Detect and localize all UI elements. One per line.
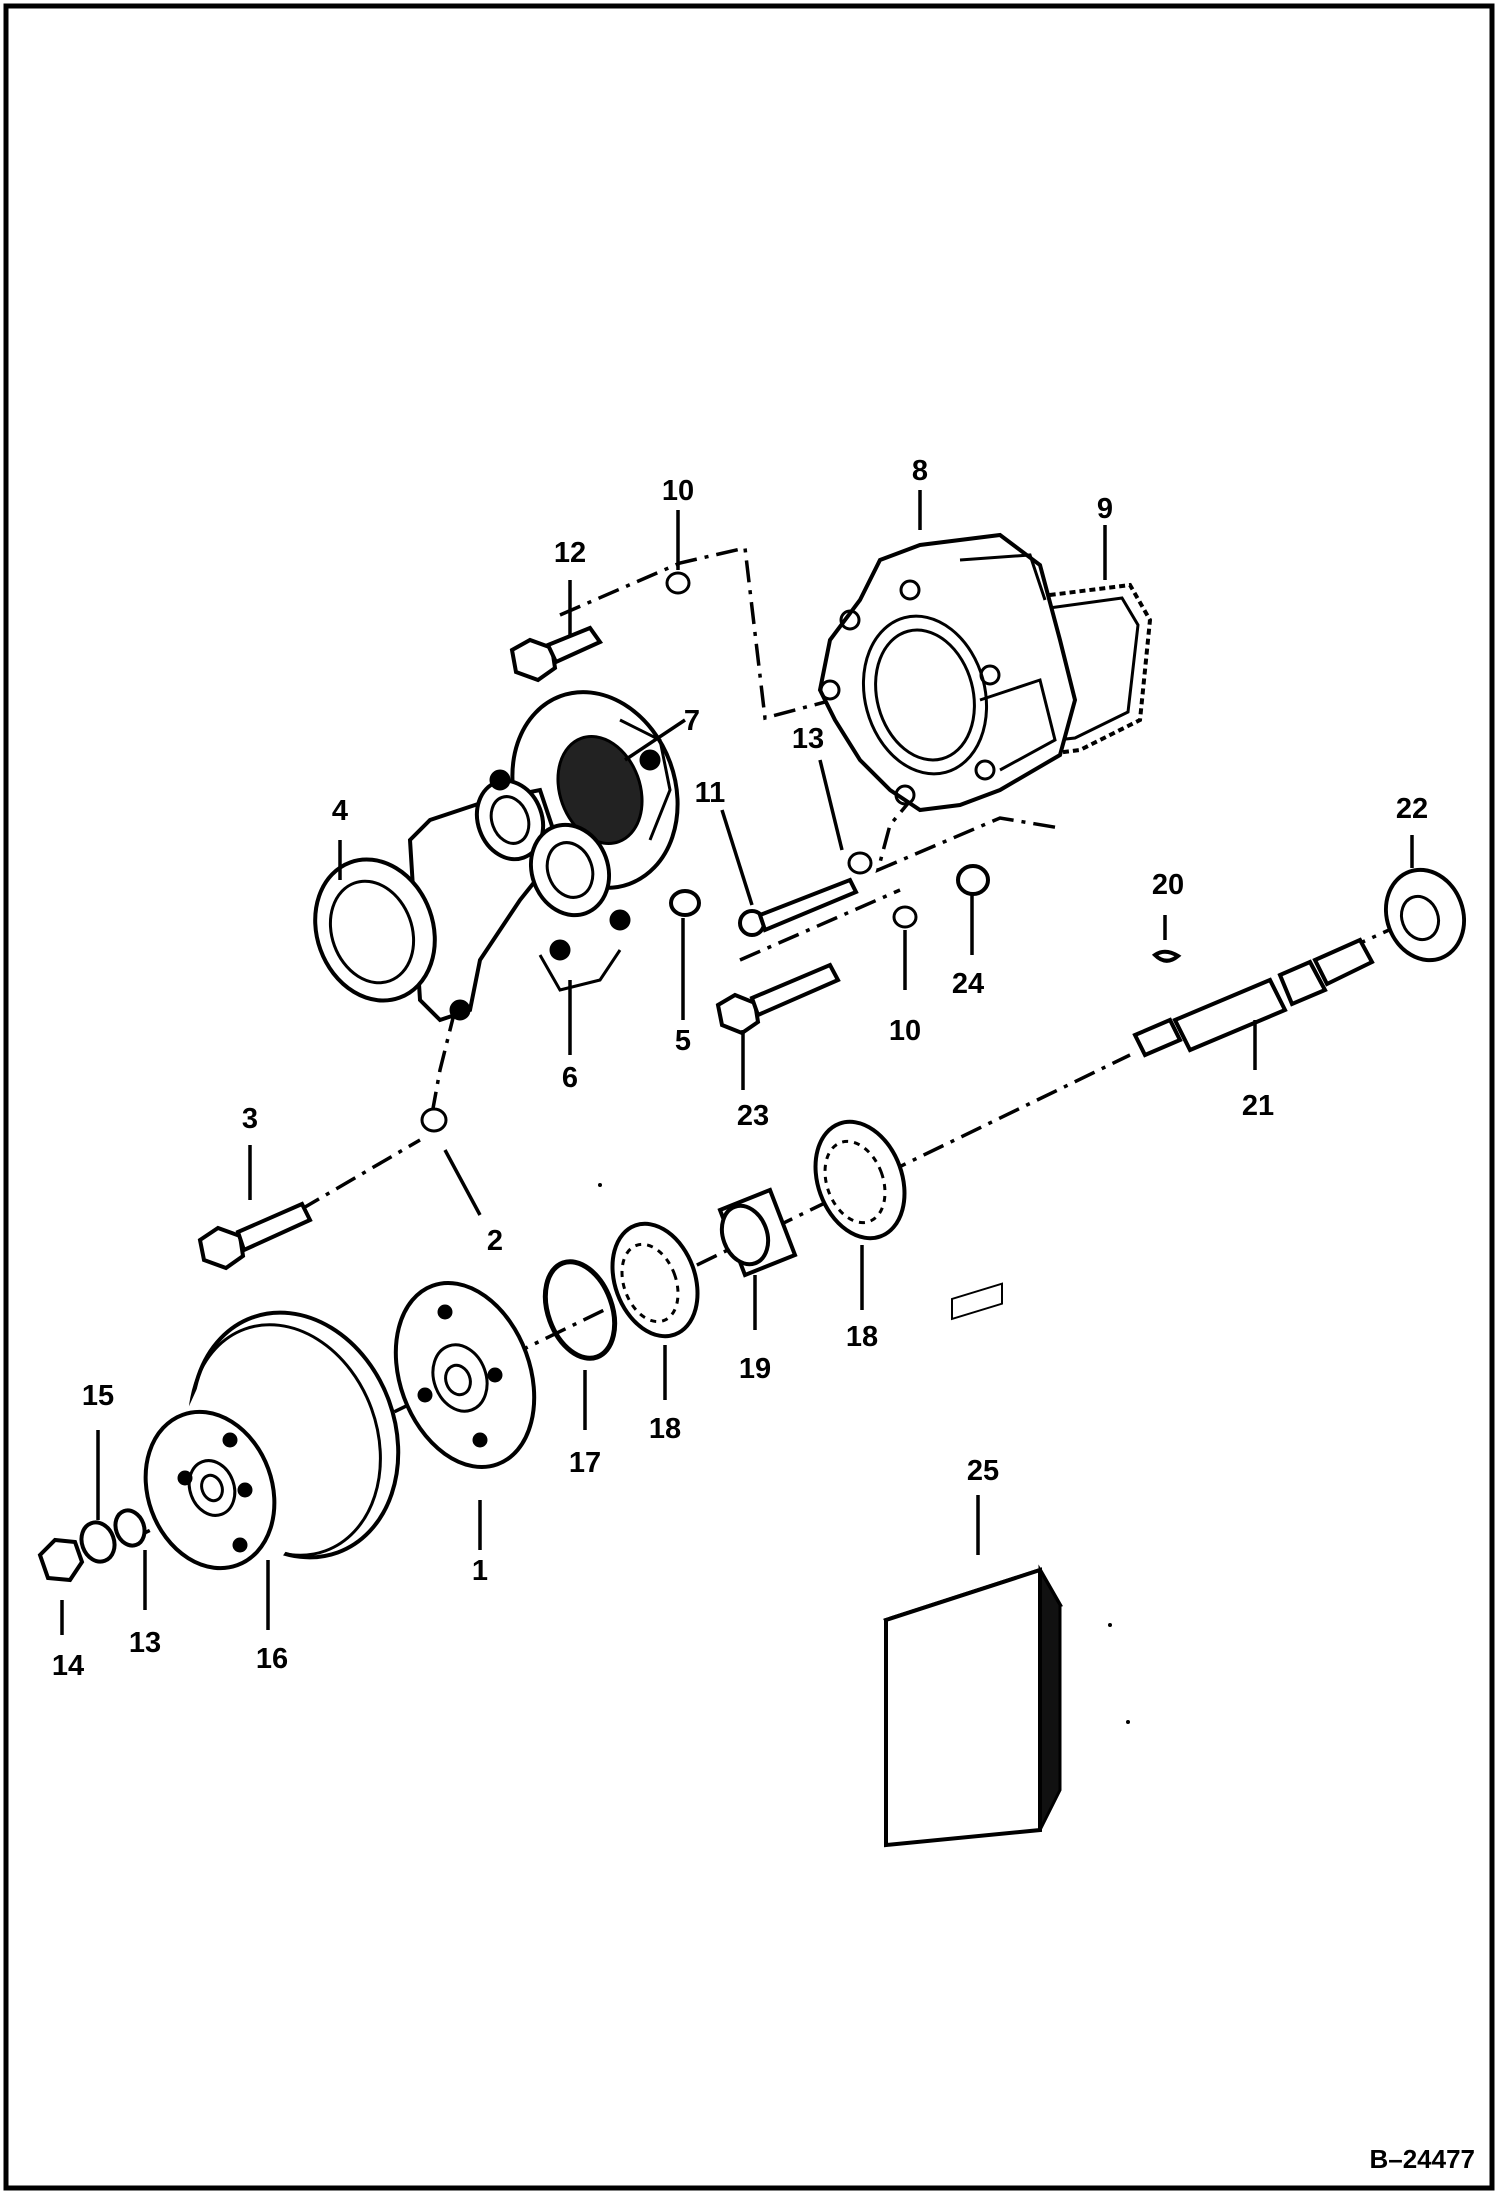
callout-21: 21 [1242, 1090, 1274, 1122]
callout-24: 24 [952, 968, 984, 1000]
bolt-part-3 [197, 1201, 313, 1271]
nut-part-14 [37, 1537, 85, 1583]
callout-22: 22 [1396, 793, 1428, 825]
drawing-number: B–24477 [1369, 2144, 1475, 2174]
spacer-part-19 [717, 1187, 798, 1278]
callout-16: 16 [256, 1643, 288, 1675]
pulley-part-16 [143, 1310, 401, 1571]
centerline-bolt-3 [299, 1138, 421, 1212]
centerline-bolt-11 [875, 793, 1061, 874]
centerline-housing-bolt [428, 1009, 457, 1126]
callout-18-rear: 18 [846, 1321, 878, 1353]
callout-5: 5 [675, 1025, 691, 1057]
page-border [3, 3, 1495, 2191]
callout-3: 3 [242, 1103, 258, 1135]
key-part-20 [1151, 949, 1182, 963]
callout-4: 4 [332, 795, 348, 827]
callout-20: 20 [1152, 869, 1184, 901]
callout-2: 2 [487, 1225, 503, 1257]
callout-6: 6 [562, 1062, 578, 1094]
callout-25: 25 [967, 1455, 999, 1487]
rear-housing-part-8 [817, 532, 1078, 813]
callout-17: 17 [569, 1447, 601, 1479]
callout-23: 23 [737, 1100, 769, 1132]
callout-1: 1 [472, 1555, 488, 1587]
bolt-part-12 [509, 625, 604, 683]
callout-18-front: 18 [649, 1413, 681, 1445]
centerline-bolt-23 [739, 888, 901, 962]
washer-part-2 [420, 1107, 448, 1133]
washer-part-13-lower [113, 1508, 147, 1548]
bolt-part-11 [738, 877, 859, 937]
callout-15: 15 [82, 1380, 114, 1412]
callout-labels: 1 2 3 4 5 6 7 8 9 10 10 11 12 13 13 14 1… [52, 455, 1428, 1682]
washer-part-13-top [847, 851, 873, 875]
callout-10-top: 10 [662, 475, 694, 507]
callout-14: 14 [52, 1650, 84, 1682]
callout-13-lower: 13 [129, 1627, 161, 1659]
callout-10-lower: 10 [889, 1015, 921, 1047]
snap-ring-part-17 [542, 1259, 618, 1361]
callout-leaders [60, 490, 1414, 1635]
callout-11: 11 [695, 777, 726, 809]
washer-part-10-top [665, 571, 691, 595]
nut-part-24 [956, 864, 990, 896]
hub-part-1 [393, 1281, 537, 1469]
bearing-part-18-rear [813, 1119, 907, 1241]
small-hardware [420, 571, 990, 1133]
callout-9: 9 [1097, 493, 1113, 525]
lock-washer-part-15 [79, 1520, 117, 1564]
callout-19: 19 [739, 1353, 771, 1385]
shaft-part-21 [1132, 937, 1375, 1058]
washer-part-10-lower [892, 905, 918, 929]
nut-part-5 [669, 889, 701, 917]
bolt-part-23 [715, 962, 841, 1036]
callout-7: 7 [684, 705, 700, 737]
pump-housing-part-4 [313, 690, 680, 1023]
callout-8: 8 [912, 455, 928, 487]
bearing-part-22 [1383, 867, 1467, 963]
callout-13-top: 13 [792, 723, 824, 755]
bearing-part-18-front [610, 1221, 700, 1339]
kit-box-part-25 [883, 1282, 1063, 1848]
callout-12: 12 [554, 537, 586, 569]
